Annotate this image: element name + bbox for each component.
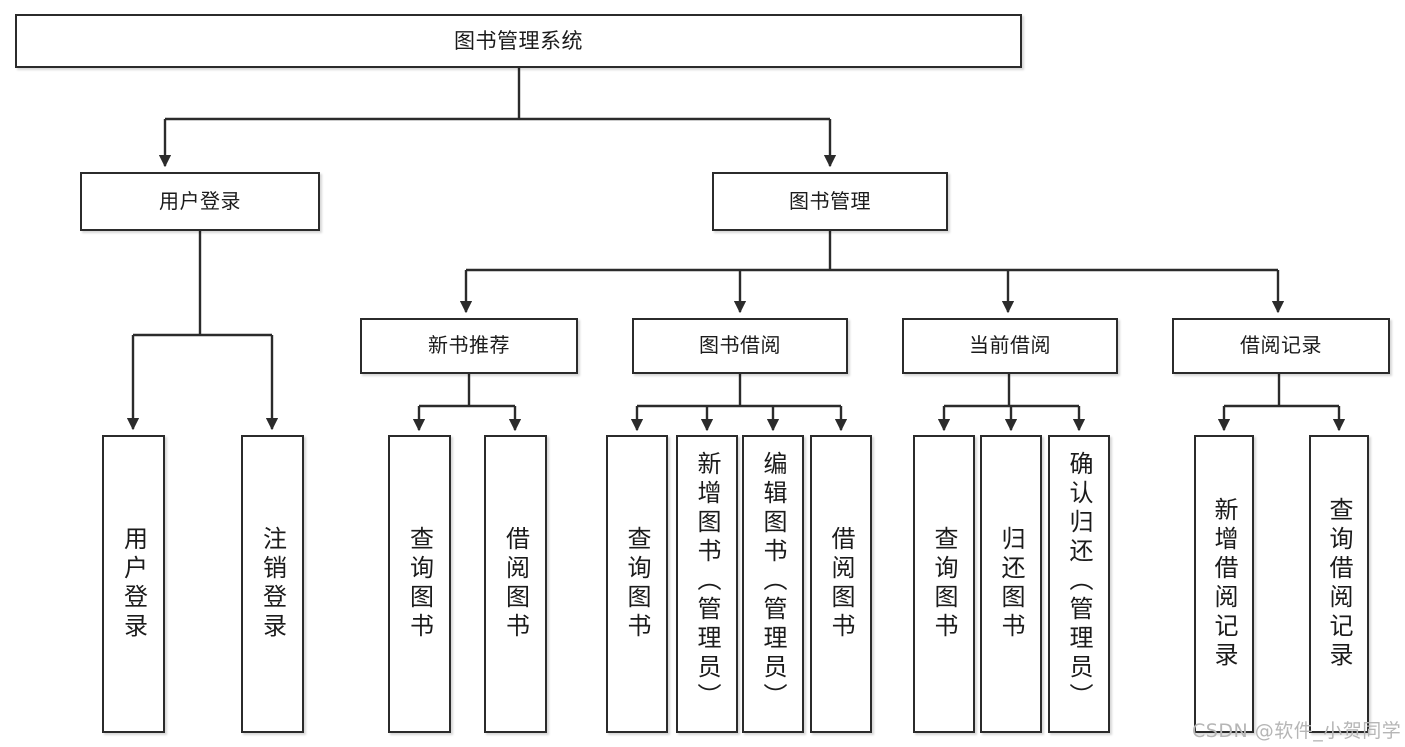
node-label: 图书管理 [789, 188, 871, 213]
leaf-return-book[interactable]: 归还图书 [980, 435, 1042, 733]
node-book-borrow[interactable]: 图书借阅 [632, 318, 848, 374]
node-label: 新增图书（管理员） [693, 451, 721, 712]
node-label: 借阅图书 [827, 526, 855, 642]
node-label: 图书借阅 [699, 333, 781, 358]
node-label: 归还图书 [997, 526, 1025, 642]
leaf-query-borrow-record[interactable]: 查询借阅记录 [1309, 435, 1369, 733]
leaf-borrow-book-recommend[interactable]: 借阅图书 [484, 435, 547, 733]
node-label: 新书推荐 [428, 333, 510, 358]
node-label: 当前借阅 [969, 333, 1051, 358]
csdn-watermark: CSDN @软件_小贺同学 [1192, 720, 1402, 742]
leaf-confirm-return-admin[interactable]: 确认归还（管理员） [1048, 435, 1110, 733]
node-label: 查询图书 [405, 526, 434, 642]
node-label: 确认归还（管理员） [1065, 451, 1093, 712]
leaf-query-book-borrow[interactable]: 查询图书 [606, 435, 668, 733]
node-borrow-record[interactable]: 借阅记录 [1172, 318, 1390, 374]
node-label: 用户登录 [119, 526, 148, 642]
node-root-book-management-system[interactable]: 图书管理系统 [15, 14, 1022, 68]
node-label: 注销登录 [258, 526, 287, 642]
node-current-borrow[interactable]: 当前借阅 [902, 318, 1118, 374]
leaf-user-login[interactable]: 用户登录 [102, 435, 165, 733]
node-book-management[interactable]: 图书管理 [712, 172, 948, 231]
node-user-login[interactable]: 用户登录 [80, 172, 320, 231]
node-label: 查询图书 [623, 526, 651, 642]
node-label: 编辑图书（管理员） [759, 451, 787, 712]
node-label: 借阅记录 [1240, 333, 1322, 358]
leaf-add-book-admin[interactable]: 新增图书（管理员） [676, 435, 738, 733]
node-label: 借阅图书 [501, 526, 530, 642]
leaf-query-book-recommend[interactable]: 查询图书 [388, 435, 451, 733]
node-label: 查询借阅记录 [1325, 497, 1353, 671]
node-label: 图书管理系统 [454, 28, 583, 53]
leaf-borrow-book-borrow[interactable]: 借阅图书 [810, 435, 872, 733]
leaf-add-borrow-record[interactable]: 新增借阅记录 [1194, 435, 1254, 733]
node-label: 新增借阅记录 [1210, 497, 1238, 671]
node-label: 用户登录 [159, 188, 241, 213]
node-label: 查询图书 [930, 526, 958, 642]
leaf-logout-login[interactable]: 注销登录 [241, 435, 304, 733]
node-new-book-recommend[interactable]: 新书推荐 [360, 318, 578, 374]
leaf-edit-book-admin[interactable]: 编辑图书（管理员） [742, 435, 804, 733]
leaf-query-book-current[interactable]: 查询图书 [913, 435, 975, 733]
